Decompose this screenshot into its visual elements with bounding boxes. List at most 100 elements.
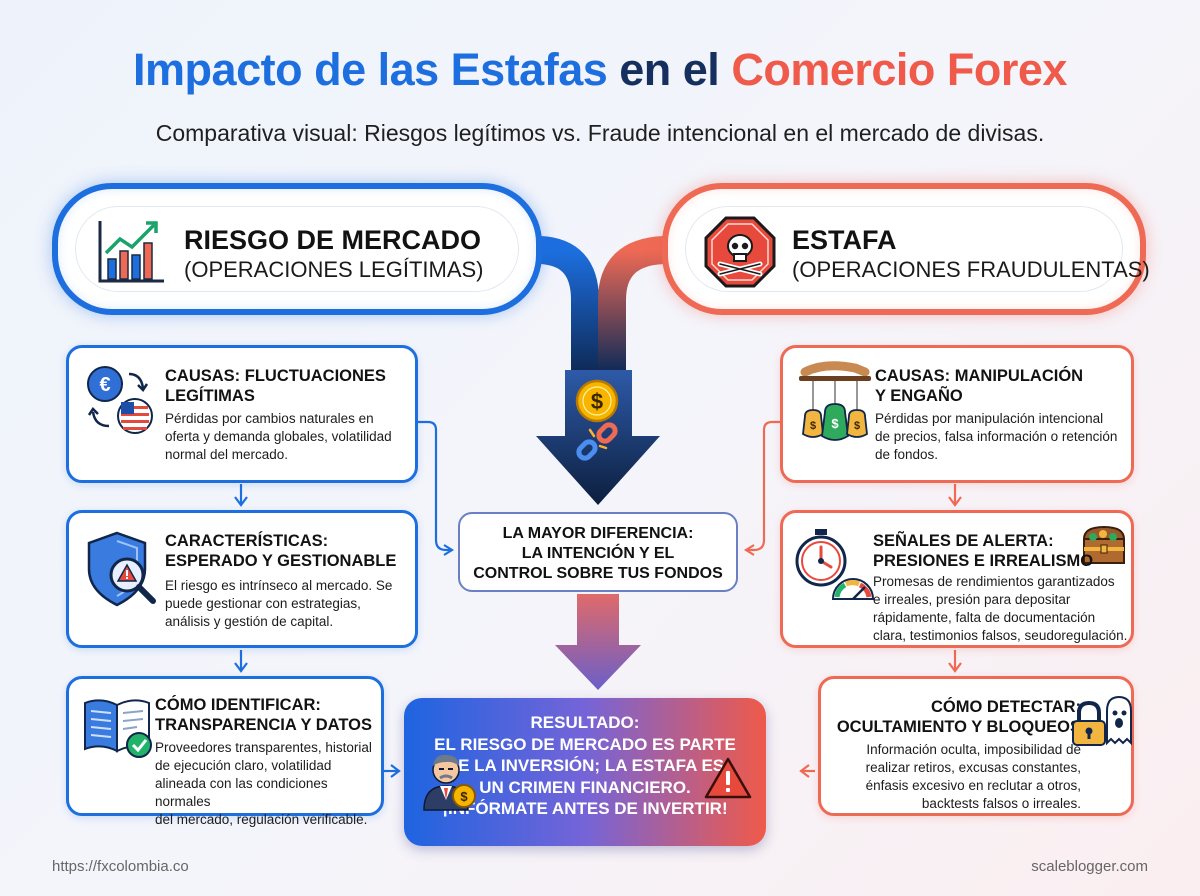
result-text: RESULTADO: EL RIESGO DE MERCADO ES PARTE… [404,712,766,820]
body-line: rápidamente, falta de documentación [873,610,1096,625]
lock-ghost-icon [1072,695,1132,746]
card-scam-detect-body: Información oculta, imposibilidad de rea… [831,741,1081,813]
businessman-coin-icon: $ [423,754,476,811]
svg-text:$: $ [831,416,839,431]
card-legit-causes: € CAUSAS: FLUCTUACIONES LEGÍTIMAS Pérdid… [66,345,418,483]
svg-text:$: $ [591,389,603,414]
title-line: OCULTAMIENTO Y BLOQUEOS [836,718,1081,736]
card-legit-causes-title: CAUSAS: FLUCTUACIONES LEGÍTIMAS [165,366,386,406]
title-line: CARACTERÍSTICAS: [165,532,329,550]
result-down-arrow [555,594,641,690]
card-scam-alerts-body: Promesas de rendimientos garantizados e … [873,573,1127,645]
card-scam-detect: CÓMO DETECTAR: OCULTAMIENTO Y BLOQUEOS I… [818,676,1134,816]
page-subtitle: Comparativa visual: Riesgos legítimos vs… [155,120,1045,146]
body-line: de precios, falsa información o retenció… [875,429,1118,444]
body-line: énfasis excesivo en reclutar a otros, [865,778,1081,793]
title-line: Y ENGAÑO [875,387,963,405]
card-legit-identify-title: CÓMO IDENTIFICAR: TRANSPARENCIA Y DATOS [155,695,372,735]
treasure-chest-icon [1082,525,1126,564]
key-difference-line: CONTROL SOBRE TUS FONDOS [473,565,723,582]
footer-source-link[interactable]: https://fxcolombia.co [52,858,189,875]
market-risk-heading: RIESGO DE MERCADO [184,225,482,255]
broken-chain-icon [576,422,618,461]
body-line: normal del mercado. [165,447,289,462]
title-line: TRANSPARENCIA Y DATOS [155,716,372,734]
body-line: Pérdidas por cambios naturales en [165,411,374,426]
title-line: SEÑALES DE ALERTA: [873,532,1054,550]
market-risk-header: RIESGO DE MERCADO (OPERACIONES LEGÍTIMAS… [52,183,542,315]
card-scam-alerts: SEÑALES DE ALERTA: PRESIONES E IRREALISM… [780,510,1134,648]
body-line: backtests falsos o irreales. [921,796,1081,811]
title-line: CAUSAS: FLUCTUACIONES [165,367,386,385]
body-line: alineada con las condiciones normales [155,776,328,809]
card-scam-causes: $ $ $ CAUSAS: MANIPULACIÓN Y ENGAÑO Pérd… [780,345,1134,483]
title-line: ESPERADO Y GESTIONABLE [165,552,397,570]
open-book-check-icon [84,699,152,758]
body-line: puede gestionar con estrategias, [165,596,361,611]
puppet-money-bags-icon: $ $ $ [799,361,871,441]
market-risk-subheading: (OPERACIONES LEGÍTIMAS) [184,257,484,282]
svg-text:€: € [99,374,110,396]
shield-warning-icon [87,531,156,607]
body-line: Información oculta, imposibilidad de [866,742,1081,757]
title-line: CÓMO DETECTAR: [930,698,1081,716]
card-scam-causes-body: Pérdidas por manipulación intencional de… [875,410,1117,464]
body-line: del mercado, regulación verificable. [155,812,368,827]
footer-brand: scaleblogger.com [1031,858,1148,875]
blue-flow-pipe [538,236,599,372]
result-box: RESULTADO: EL RIESGO DE MERCADO ES PARTE… [404,698,766,846]
body-line: e irreales, presión para depositar [873,592,1071,607]
body-line: oferta y demanda globales, volatilidad [165,429,392,444]
body-line: de fondos. [875,447,939,462]
card-legit-characteristics-title: CARACTERÍSTICAS: ESPERADO Y GESTIONABLE [165,531,396,571]
title-line: LEGÍTIMAS [165,387,255,405]
bar-chart-icon [98,221,164,283]
result-line: DE LA INVERSIÓN; LA ESTAFA ES [445,756,725,775]
card-legit-characteristics: CARACTERÍSTICAS: ESPERADO Y GESTIONABLE … [66,510,418,648]
svg-text:$: $ [854,420,860,432]
card-scam-alerts-title: SEÑALES DE ALERTA: PRESIONES E IRREALISM… [873,531,1093,571]
card-legit-causes-body: Pérdidas por cambios naturales en oferta… [165,410,392,464]
svg-text:$: $ [810,420,816,432]
result-line: ¡INFÓRMATE ANTES DE INVERTIR! [442,799,728,818]
body-line: clara, testimonios falsos, seudoregulaci… [873,628,1128,643]
card-legit-identify-body: Proveedores transparentes, historial de … [155,739,381,829]
title-part-2: en el [619,44,720,95]
body-line: Proveedores transparentes, historial [155,740,372,755]
svg-text:$: $ [460,789,468,804]
right-connectors [743,420,962,778]
body-line: realizar retiros, excusas constantes, [865,760,1081,775]
body-line: Promesas de rendimientos garantizados [873,574,1115,589]
title-line: CÓMO IDENTIFICAR: [155,696,321,714]
scam-subheading: (OPERACIONES FRAUDULENTAS) [792,257,1150,282]
dollar-coin-icon: $ [575,379,619,423]
scam-header: ESTAFA (OPERACIONES FRAUDULENTAS) [662,183,1150,315]
skull-stop-sign-icon [704,216,776,288]
page-title: Impacto de las Estafas en el Comercio Fo… [0,44,1200,96]
title-part-3: Comercio Forex [731,44,1067,95]
warning-triangle-icon [704,757,752,799]
key-difference-box: LA MAYOR DIFERENCIA: LA INTENCIÓN Y EL C… [458,512,738,592]
card-legit-characteristics-body: El riesgo es intrínseco al mercado. Se p… [165,577,392,631]
title-line: PRESIONES E IRREALISMO [873,552,1094,570]
scam-heading: ESTAFA [792,225,897,255]
body-line: Pérdidas por manipulación intencional [875,411,1104,426]
body-line: análisis y gestión de capital. [165,614,334,629]
card-scam-detect-title: CÓMO DETECTAR: OCULTAMIENTO Y BLOQUEOS [831,697,1081,737]
red-flow-pipe [598,236,666,372]
left-connectors [234,420,455,778]
stopwatch-gauge-icon [795,529,875,600]
currency-exchange-icon: € [87,366,153,434]
title-line: CAUSAS: MANIPULACIÓN [875,367,1084,385]
body-line: El riesgo es intrínseco al mercado. Se [165,578,393,593]
result-line: EL RIESGO DE MERCADO ES PARTE [434,734,736,754]
key-difference-line: LA INTENCIÓN Y EL [521,545,675,562]
title-part-1: Impacto de las Estafas [133,44,608,95]
card-scam-causes-title: CAUSAS: MANIPULACIÓN Y ENGAÑO [875,366,1083,406]
result-line: RESULTADO: [530,713,640,732]
result-line: UN CRIMEN FINANCIERO. [479,777,691,797]
key-difference-line: LA MAYOR DIFERENCIA: [502,525,694,542]
body-line: de ejecución claro, volatilidad [155,758,332,773]
